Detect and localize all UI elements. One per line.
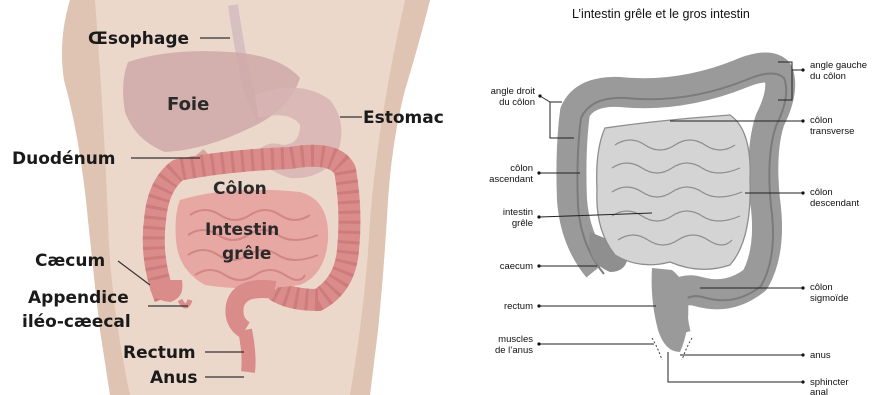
label-sphincter-2: anal [810,387,828,395]
label-foie: Foie [167,94,209,115]
label-angle-droit-2: du côlon [499,97,535,108]
label-muscles-1: muscles [498,334,533,345]
label-colon-descendant-1: côlon [810,187,833,198]
label-intestin: Intestin [205,220,279,240]
schematic-small-intestine [597,115,751,269]
label-colon-ascendant-1: côlon [510,163,533,174]
label-anus-schematic: anus [810,350,831,361]
label-intestin-grele-1: intestin [503,207,533,218]
label-estomac: Estomac [363,108,444,128]
label-intestin-grele-2: grêle [512,218,533,229]
label-colon-sigmoide-2: sigmoïde [810,293,849,304]
label-colon-sigmoide-1: côlon [810,282,833,293]
rectum [245,330,249,372]
schematic-figure: L’intestin grêle et le gros intestin [489,7,867,395]
label-colon-ascendant-2: ascendant [489,174,533,185]
label-oesophage: Œsophage [88,29,189,49]
label-colon-descendant-2: descendant [810,198,859,209]
label-colon-transverse-2: transverse [810,126,854,137]
label-angle-droit-1: angle droit [491,86,536,97]
label-colon-transverse-1: côlon [810,115,833,126]
label-angle-gauche-2: du côlon [810,71,846,82]
label-duodenum: Duodénum [12,149,116,169]
label-appendice: Appendice [28,288,129,308]
label-rectum: Rectum [123,343,196,363]
label-rectum-schematic: rectum [504,301,533,312]
anatomy-figure: Œsophage Foie Estomac Duodénum Côlon Int… [12,0,444,395]
label-ileo-caecal: iléo-cæecal [22,312,131,332]
label-angle-gauche-1: angle gauche [810,60,867,71]
label-anus: Anus [150,368,197,388]
label-colon: Côlon [213,179,267,199]
schematic-title: L’intestin grêle et le gros intestin [572,7,750,21]
label-muscles-2: de l’anus [495,345,533,356]
label-caecum: Cæcum [35,251,105,271]
label-caecum-schematic: caecum [500,261,533,272]
label-grele: grêle [222,244,271,264]
